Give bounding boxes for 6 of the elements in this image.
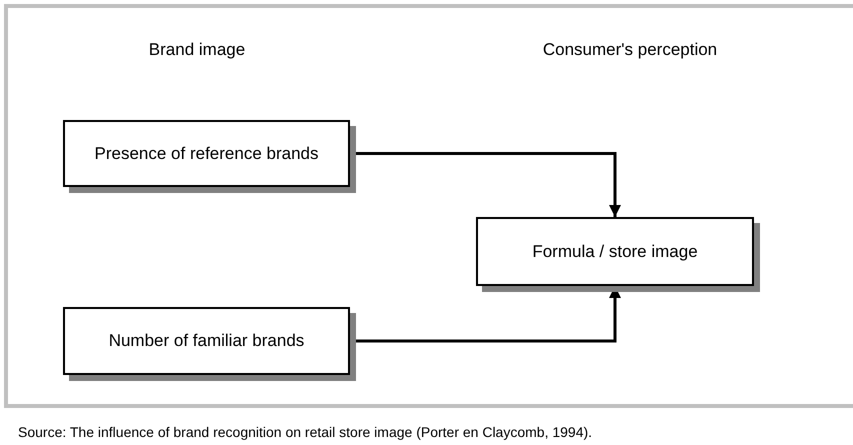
column-heading: Brand image — [148, 40, 246, 60]
column-heading: Consumer's perception — [542, 40, 718, 60]
box-label: Formula / store image — [532, 240, 698, 263]
box-label: Presence of reference brands — [94, 142, 318, 165]
box-label: Number of familiar brands — [108, 330, 304, 352]
caption: Source: The influence of brand recognition on retail store image (Porter en Claycomb, 1994). — [18, 424, 592, 440]
